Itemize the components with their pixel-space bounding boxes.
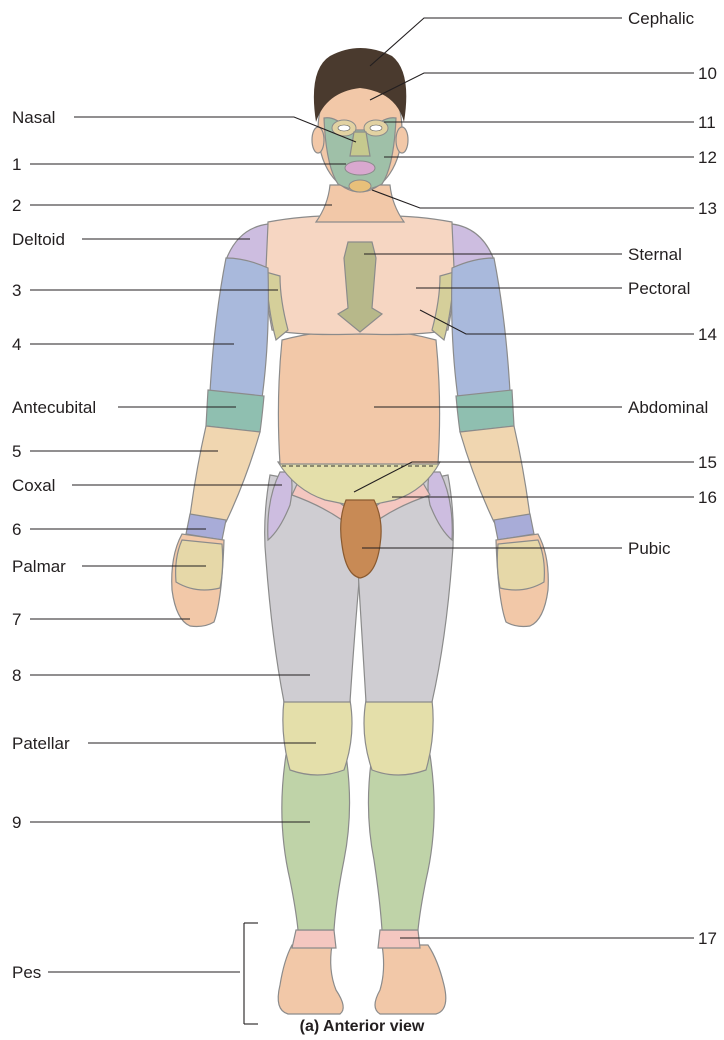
label-7: 7 bbox=[12, 610, 21, 629]
oral-region bbox=[345, 161, 375, 175]
label-pubic: Pubic bbox=[628, 539, 671, 558]
left-ankle bbox=[292, 930, 336, 948]
label-abdominal: Abdominal bbox=[628, 398, 708, 417]
left-antebrachial bbox=[190, 426, 260, 522]
right-antecubital bbox=[456, 390, 514, 432]
label-antecubital: Antecubital bbox=[12, 398, 96, 417]
left-eye bbox=[338, 125, 350, 131]
left-palmar bbox=[176, 540, 223, 590]
right-brachial bbox=[452, 258, 510, 398]
right-antebrachial bbox=[460, 426, 530, 522]
label-palmar: Palmar bbox=[12, 557, 66, 576]
label-pectoral: Pectoral bbox=[628, 279, 690, 298]
left-brachial bbox=[210, 258, 268, 398]
label-cephalic: Cephalic bbox=[628, 9, 695, 28]
human-figure bbox=[172, 48, 549, 1014]
label-10: 10 bbox=[698, 64, 717, 83]
left-foot bbox=[278, 945, 343, 1014]
label-6: 6 bbox=[12, 520, 21, 539]
label-patellar: Patellar bbox=[12, 734, 70, 753]
right-ear bbox=[396, 127, 408, 153]
right-ankle bbox=[378, 930, 420, 948]
right-patellar bbox=[364, 700, 433, 775]
nose bbox=[350, 132, 370, 156]
abdominal-region bbox=[278, 330, 439, 464]
left-antecubital bbox=[206, 390, 264, 432]
label-8: 8 bbox=[12, 666, 21, 685]
label-15: 15 bbox=[698, 453, 717, 472]
label-5: 5 bbox=[12, 442, 21, 461]
label-1: 1 bbox=[12, 155, 21, 174]
label-coxal: Coxal bbox=[12, 476, 55, 495]
label-3: 3 bbox=[12, 281, 21, 300]
left-crural bbox=[282, 755, 350, 930]
left-ear bbox=[312, 127, 324, 153]
label-11: 11 bbox=[698, 113, 716, 132]
label-9: 9 bbox=[12, 813, 21, 832]
label-13: 13 bbox=[698, 199, 717, 218]
label-nasal: Nasal bbox=[12, 108, 55, 127]
labels-right: Cephalic 10 11 12 13 Sternal Pectoral 14… bbox=[628, 9, 717, 948]
label-16: 16 bbox=[698, 488, 717, 507]
mental-region bbox=[349, 180, 371, 192]
label-pes: Pes bbox=[12, 963, 41, 982]
label-14: 14 bbox=[698, 325, 717, 344]
label-deltoid: Deltoid bbox=[12, 230, 65, 249]
left-patellar bbox=[283, 700, 352, 775]
right-crural bbox=[368, 755, 434, 930]
right-foot bbox=[375, 945, 446, 1014]
label-4: 4 bbox=[12, 335, 21, 354]
label-sternal: Sternal bbox=[628, 245, 682, 264]
label-2: 2 bbox=[12, 196, 21, 215]
label-12: 12 bbox=[698, 148, 717, 167]
right-eye bbox=[370, 125, 382, 131]
label-17: 17 bbox=[698, 929, 717, 948]
figure-caption: (a) Anterior view bbox=[300, 1018, 425, 1035]
